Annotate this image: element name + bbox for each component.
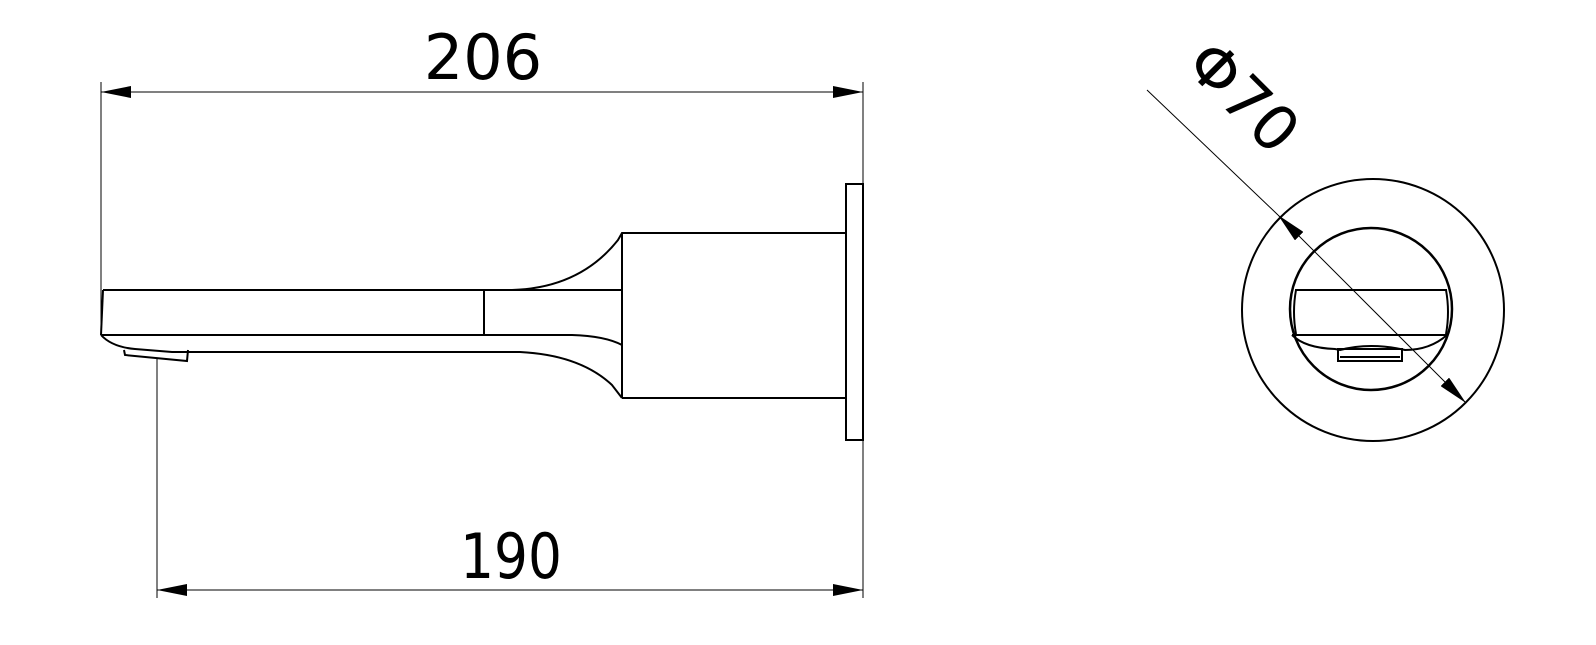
dimension-label-diameter: Φ70	[1172, 26, 1314, 168]
spout-end-profile	[1291, 289, 1449, 362]
dimension-line-diameter	[1277, 214, 1467, 404]
dimension-label-206: 206	[424, 21, 542, 94]
wall-plate	[845, 183, 864, 441]
dimension-label-190: 190	[460, 520, 562, 593]
spout-body	[100, 232, 845, 399]
end-view: Φ70	[1146, 26, 1505, 442]
plate-outer-circle	[1241, 178, 1505, 442]
dimension-line-diameter-extension	[1146, 89, 1279, 216]
spout-inner-circle	[1288, 226, 1454, 392]
side-view: 206 190	[100, 21, 864, 598]
